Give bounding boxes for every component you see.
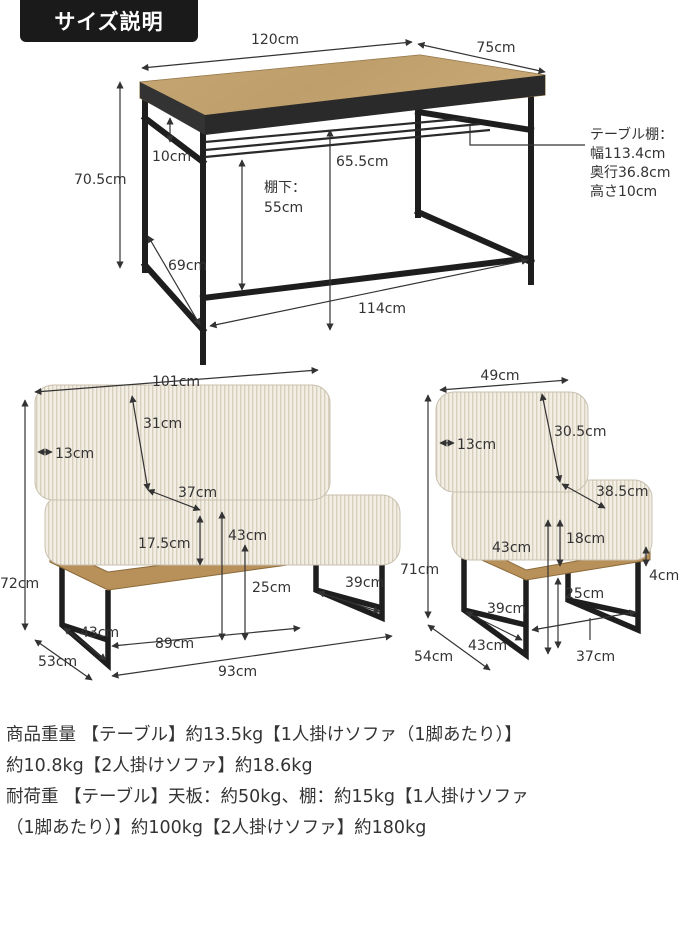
shelf-title: テーブル棚： bbox=[590, 126, 673, 143]
sofa2-leg-depth-label: 39cm bbox=[345, 575, 384, 591]
sofa2-base-depth-label: 43cm bbox=[80, 625, 119, 641]
two-seat-sofa-drawing: 101cm 31cm 13cm 37cm 43cm 17.5cm 72cm 25… bbox=[0, 366, 401, 681]
sofa1-seat-depth-label: 38.5cm bbox=[596, 484, 649, 500]
sofa2-total-height-label: 72cm bbox=[0, 576, 39, 592]
spec-line-4: （1脚あたり）】約100kg【2人掛けソファ】約180kg bbox=[6, 818, 427, 838]
product-spec-text: 商品重量 【テーブル】約13.5kg【1人掛けソファ（1脚あたり）】 約10.8… bbox=[6, 720, 684, 844]
sofa1-frame-height-label: 4cm bbox=[649, 568, 679, 584]
sofa1-back-height-label: 30.5cm bbox=[554, 424, 607, 440]
shelf-depth: 奥行36.8cm bbox=[590, 164, 671, 181]
under-shelf-value: 55cm bbox=[264, 200, 303, 216]
sofa2-leg-span-label: 89cm bbox=[155, 636, 194, 652]
size-diagram: 120cm 75cm 70.5cm 10cm 65.5cm 棚下： 55cm 6… bbox=[0, 32, 679, 681]
sofa1-total-height-label: 71cm bbox=[400, 562, 439, 578]
sofa1-leg-span-label: 37cm bbox=[576, 649, 615, 665]
sofa1-base-depth-label: 43cm bbox=[468, 638, 507, 654]
table-side-depth-label: 69cm bbox=[168, 258, 207, 274]
sofa1-width-label: 49cm bbox=[480, 368, 519, 384]
sofa2-depth-label: 53cm bbox=[38, 654, 77, 670]
under-shelf-title: 棚下： bbox=[264, 180, 306, 196]
spec-line-1: 商品重量 【テーブル】約13.5kg【1人掛けソファ（1脚あたり）】 bbox=[6, 725, 522, 745]
one-seat-sofa-drawing: 49cm 30.5cm 13cm 38.5cm 43cm 18cm 71cm 4… bbox=[400, 368, 679, 671]
sofa2-seat-depth-label: 37cm bbox=[178, 485, 217, 501]
table-inner-height-label: 65.5cm bbox=[336, 154, 389, 170]
shelf-height: 高さ10cm bbox=[590, 183, 657, 200]
sofa2-seat-height-label: 43cm bbox=[228, 528, 267, 544]
shelf-width: 幅113.4cm bbox=[590, 146, 665, 162]
spec-line-2: 約10.8kg【2人掛けソファ】約18.6kg bbox=[6, 756, 313, 776]
spec-line-3: 耐荷重 【テーブル】天板：約50kg、棚：約15kg【1人掛けソファ bbox=[6, 787, 529, 807]
sofa1-arm-width-label: 13cm bbox=[457, 437, 496, 453]
sofa2-cushion-label: 17.5cm bbox=[138, 536, 191, 552]
sofa2-back-height-label: 31cm bbox=[143, 416, 182, 432]
table-drawing: 120cm 75cm 70.5cm 10cm 65.5cm 棚下： 55cm 6… bbox=[74, 32, 673, 365]
table-width-label: 120cm bbox=[251, 32, 299, 48]
sofa2-base-width-label: 93cm bbox=[218, 664, 257, 680]
sofa1-cushion-label: 18cm bbox=[566, 531, 605, 547]
sofa2-width-label: 101cm bbox=[152, 374, 200, 390]
sofa1-leg-depth-label: 39cm bbox=[487, 601, 526, 617]
sofa2-leg-clearance-label: 25cm bbox=[252, 580, 291, 596]
sofa1-leg-clearance-label: 25cm bbox=[565, 586, 604, 602]
table-depth-label: 75cm bbox=[476, 40, 515, 56]
section-title-badge: サイズ説明 bbox=[20, 0, 198, 42]
sofa2-arm-width-label: 13cm bbox=[55, 446, 94, 462]
table-height-label: 70.5cm bbox=[74, 172, 127, 188]
table-inner-width-label: 114cm bbox=[358, 301, 406, 317]
table-top-thickness-label: 10cm bbox=[152, 149, 191, 165]
sofa1-seat-height-label: 43cm bbox=[492, 540, 531, 556]
sofa1-depth-label: 54cm bbox=[414, 649, 453, 665]
